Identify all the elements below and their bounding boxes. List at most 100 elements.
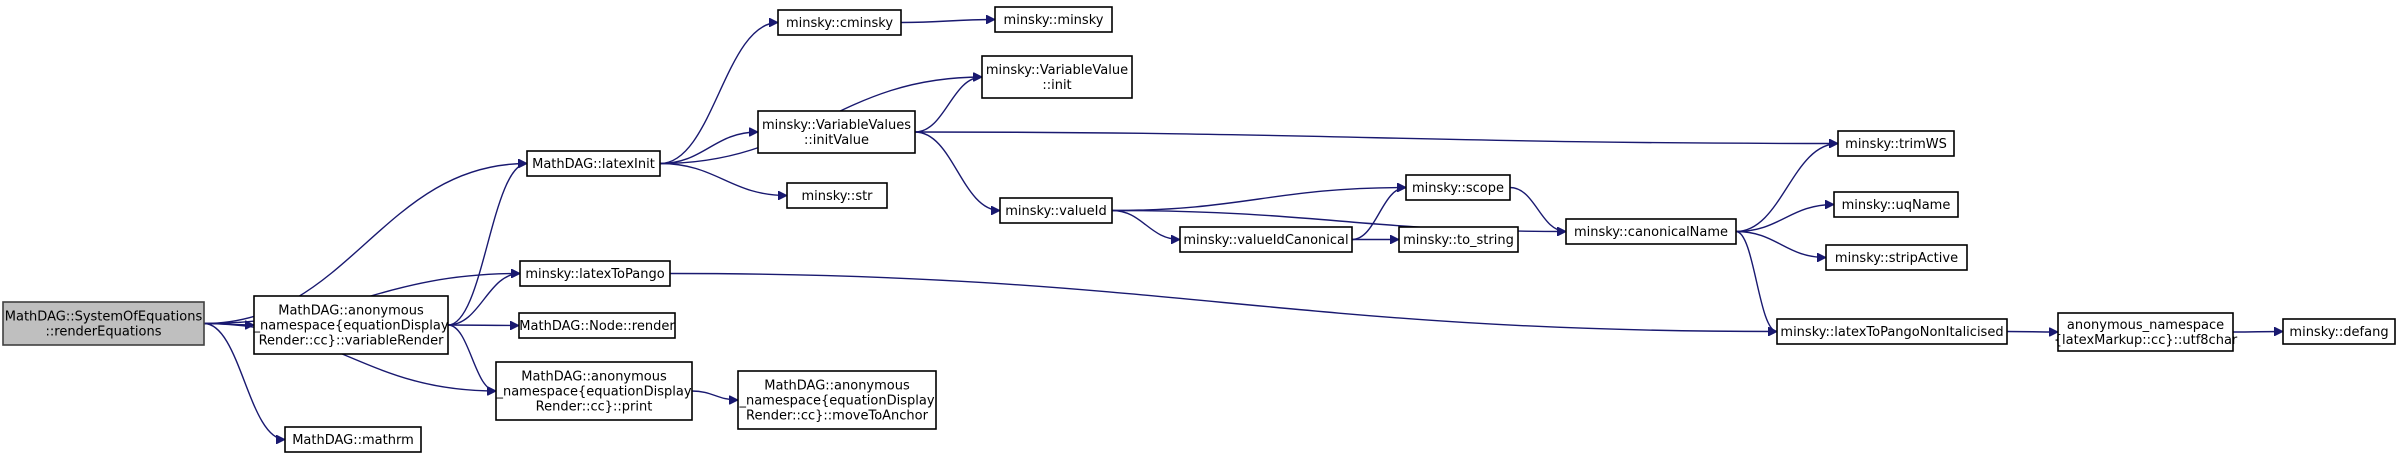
node-box — [994, 6, 1113, 33]
edge-canonicalName-to-latexToPangoNonItalicised — [1735, 230, 1778, 332]
node-label: ::initValue — [804, 133, 869, 148]
node-label: minsky::defang — [2289, 325, 2388, 340]
node-defang[interactable]: minsky::defang — [2282, 318, 2396, 345]
node-label: minsky::cminsky — [786, 16, 893, 31]
node-box — [518, 312, 676, 339]
node-box — [737, 370, 937, 430]
node-box — [284, 426, 422, 453]
node-label: minsky::stripActive — [1835, 251, 1958, 266]
node-cminsky[interactable]: minsky::cminsky — [777, 9, 902, 36]
node-box — [757, 110, 916, 154]
node-label: minsky::scope — [1412, 181, 1504, 196]
nodes-layer: MathDAG::SystemOfEquations::renderEquati… — [2, 6, 2396, 453]
edge-variableRender-to-latexInit — [447, 164, 528, 326]
node-label: MathDAG::Node::render — [519, 319, 675, 334]
edge-valueId-to-scope — [1111, 188, 1406, 212]
node-label: MathDAG::anonymous — [764, 379, 910, 394]
edge-latexToPangoNonItalicised-to-utf8char — [2006, 332, 2058, 333]
node-box — [1405, 174, 1511, 201]
node-box — [1398, 226, 1519, 253]
node-stripActive[interactable]: minsky::stripActive — [1825, 244, 1968, 271]
edge-canonicalName-to-uqName — [1735, 205, 1834, 233]
node-initValue[interactable]: minsky::VariableValues::initValue — [757, 110, 916, 154]
edge-print-to-moveToAnchor — [691, 390, 738, 400]
node-box — [2282, 318, 2396, 345]
edge-latexInit-to-cminsky — [659, 23, 778, 165]
node-label: minsky::canonicalName — [1574, 225, 1728, 240]
node-label: minsky::str — [801, 189, 873, 204]
edge-cminsky-to-minsky — [900, 20, 995, 23]
node-label: _namespace{equationDisplay — [252, 319, 448, 334]
edge-latexToPango-to-latexToPangoNonItalicised — [669, 272, 1777, 332]
node-label: minsky::to_string — [1403, 233, 1514, 248]
node-label: minsky::trimWS — [1845, 137, 1947, 152]
node-utf8char[interactable]: anonymous_namespace{latexMarkup::cc}::ut… — [2054, 312, 2238, 352]
node-box — [519, 260, 671, 287]
edge-initValue-to-trimWS — [914, 131, 1838, 144]
edge-scope-to-canonicalName — [1509, 186, 1567, 232]
node-box — [1179, 226, 1353, 253]
node-latexInit[interactable]: MathDAG::latexInit — [526, 150, 661, 177]
node-variableRender[interactable]: MathDAG::anonymous_namespace{equationDis… — [252, 295, 449, 355]
node-valueIdCanonical[interactable]: minsky::valueIdCanonical — [1179, 226, 1353, 253]
node-box — [526, 150, 661, 177]
edge-valueId-to-valueIdCanonical — [1111, 209, 1180, 240]
edge-latexInit-to-initValue — [659, 132, 758, 165]
node-label: minsky::valueId — [1005, 204, 1106, 219]
edge-renderEquations-to-print — [203, 322, 496, 392]
node-label: minsky::valueIdCanonical — [1183, 233, 1348, 248]
edge-initValue-to-VariableValueInit — [914, 77, 983, 133]
node-label: anonymous_namespace — [2067, 318, 2224, 333]
node-scope[interactable]: minsky::scope — [1405, 174, 1511, 201]
node-str[interactable]: minsky::str — [786, 182, 888, 209]
node-label: Render::cc}::variableRender — [259, 334, 445, 349]
node-box — [1776, 318, 2008, 345]
node-renderEquations[interactable]: MathDAG::SystemOfEquations::renderEquati… — [2, 301, 205, 346]
node-label: _namespace{equationDisplay — [738, 394, 934, 409]
node-nodeRender[interactable]: MathDAG::Node::render — [518, 312, 676, 339]
node-trimWS[interactable]: minsky::trimWS — [1837, 130, 1955, 157]
node-print[interactable]: MathDAG::anonymous_namespace{equationDis… — [495, 361, 693, 421]
node-box — [786, 182, 888, 209]
edge-utf8char-to-defang — [2232, 332, 2283, 333]
node-box — [999, 197, 1113, 224]
node-label: minsky::VariableValues — [762, 118, 911, 133]
node-label: MathDAG::anonymous — [521, 370, 667, 385]
node-box — [1565, 218, 1737, 245]
node-box — [495, 361, 693, 421]
node-label: MathDAG::latexInit — [532, 157, 655, 172]
node-box — [1825, 244, 1968, 271]
node-minsky[interactable]: minsky::minsky — [994, 6, 1113, 33]
node-label: {latexMarkup::cc}::utf8char — [2054, 333, 2238, 348]
edge-variableRender-to-latexToPango — [447, 274, 520, 326]
edge-variableRender-to-print — [447, 324, 497, 391]
edge-canonicalName-to-stripActive — [1735, 230, 1826, 258]
node-label: Render::cc}::print — [536, 400, 653, 415]
node-uqName[interactable]: minsky::uqName — [1833, 191, 1959, 218]
edge-valueIdCanonical-to-scope — [1351, 188, 1407, 241]
node-mathrm[interactable]: MathDAG::mathrm — [284, 426, 422, 453]
node-canonicalName[interactable]: minsky::canonicalName — [1565, 218, 1737, 245]
node-VariableValueInit[interactable]: minsky::VariableValue::init — [981, 55, 1133, 99]
node-moveToAnchor[interactable]: MathDAG::anonymous_namespace{equationDis… — [737, 370, 937, 430]
edge-initValue-to-valueId — [914, 131, 1000, 211]
node-label: ::renderEquations — [46, 325, 162, 340]
node-label: minsky::minsky — [1004, 13, 1104, 28]
node-label: MathDAG::anonymous — [278, 304, 424, 319]
node-latexToPangoNonItalicised[interactable]: minsky::latexToPangoNonItalicised — [1776, 318, 2008, 345]
node-box — [981, 55, 1133, 99]
node-box — [253, 295, 449, 355]
node-label: ::init — [1042, 78, 1071, 93]
node-label: minsky::VariableValue — [986, 63, 1128, 78]
node-valueId[interactable]: minsky::valueId — [999, 197, 1113, 224]
node-box — [2057, 312, 2234, 352]
edge-canonicalName-to-trimWS — [1735, 144, 1838, 233]
node-box — [1833, 191, 1959, 218]
node-latexToPango[interactable]: minsky::latexToPango — [519, 260, 671, 287]
node-label: MathDAG::SystemOfEquations — [5, 310, 203, 325]
node-to_string[interactable]: minsky::to_string — [1398, 226, 1519, 253]
node-label: _namespace{equationDisplay — [495, 385, 691, 400]
node-label: minsky::latexToPangoNonItalicised — [1780, 325, 2003, 340]
node-box — [1837, 130, 1955, 157]
